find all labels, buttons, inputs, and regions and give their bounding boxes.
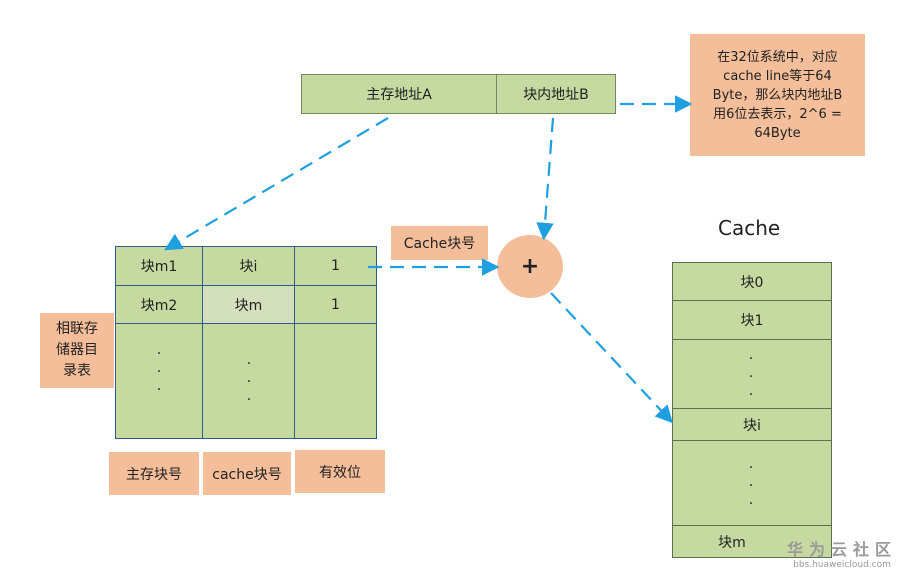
associative-directory-table: 块m1 块i 1 块m2 块m 1 . . . . . . (115, 246, 377, 439)
cache-block-label: 块1 (740, 313, 764, 329)
dot: . (246, 352, 252, 368)
column-label-text: 有效位 (319, 464, 361, 481)
cache-title: Cache (718, 216, 781, 240)
dot: . (156, 360, 162, 376)
watermark-url: bbs.huaweicloud.com (793, 560, 891, 570)
dot: . (748, 456, 754, 472)
cache-block: 块i (673, 409, 831, 440)
dot: . (748, 347, 754, 363)
note-line: 在32位系统中，对应 (717, 49, 838, 65)
column-label-cache-block: cache块号 (203, 452, 291, 495)
table-cell: 1 (295, 286, 376, 323)
column-label-valid-bit: 有效位 (295, 450, 385, 493)
ellipsis-dots: . . . (149, 341, 169, 395)
dot: . (246, 370, 252, 386)
cache-block: 块1 (673, 301, 831, 339)
table-cell: 块m2 (116, 286, 202, 323)
dot: . (748, 492, 754, 508)
arrow-plus-to-cache-block (550, 292, 674, 424)
cache-block-label: 块0 (740, 274, 764, 291)
cache-block-number-label: Cache块号 (391, 226, 488, 260)
plus-icon: + (520, 254, 540, 279)
arrow-address-to-directory (164, 117, 389, 251)
side-label-line: 录表 (63, 363, 91, 379)
dot: . (748, 474, 754, 490)
table-cell: 块m (203, 286, 294, 323)
ellipsis-dots: . . . (239, 351, 259, 405)
dot: . (156, 342, 162, 358)
note-line: 用6位去表示，2^6 = (713, 106, 842, 122)
cell-text: 块m (234, 297, 263, 314)
dot: . (748, 383, 754, 399)
table-cell (203, 324, 294, 438)
side-label-line: 储器目 (56, 342, 98, 358)
cache-block-label: 块i (743, 417, 761, 434)
directory-side-label: 相联存 储器目 录表 (40, 313, 114, 388)
table-cell: 块m1 (116, 247, 202, 285)
arrow-offset-to-plus (536, 117, 555, 241)
note-line: Byte，那么块内地址B (712, 87, 843, 103)
cache-block: 块0 (673, 263, 831, 300)
watermark-brand: 华为云社区 (786, 540, 897, 559)
watermark: 华为云社区 bbs.huaweicloud.com (783, 536, 901, 570)
cache-block (673, 441, 831, 525)
dot: . (156, 378, 162, 394)
side-label-line: 相联存 (56, 321, 98, 337)
note-line: 64Byte (754, 125, 801, 141)
table-cell (295, 324, 376, 438)
cache-block-label: 块m (718, 534, 746, 551)
cell-text: 块m2 (140, 297, 178, 314)
cache-block-number-text: Cache块号 (403, 236, 476, 252)
table-cell: 块i (203, 247, 294, 285)
dot: . (748, 365, 754, 381)
cell-text: 块i (239, 259, 258, 275)
block-offset-label: 块内地址B (523, 87, 589, 103)
cell-text: 1 (331, 296, 340, 313)
column-label-text: 主存块号 (126, 466, 182, 483)
table-cell: 1 (295, 247, 376, 285)
main-address-field: 主存地址A (301, 74, 497, 114)
ellipsis-dots: . . . (741, 346, 761, 400)
ellipsis-dots: . . . (741, 455, 761, 509)
column-label-text: cache块号 (212, 466, 282, 483)
cell-text: 1 (331, 258, 340, 274)
column-label-main-block: 主存块号 (109, 452, 199, 495)
note-line: cache line等于64 (723, 68, 832, 84)
dot: . (246, 388, 252, 404)
block-offset-field: 块内地址B (496, 74, 616, 114)
table-cell (116, 324, 202, 438)
main-address-label: 主存地址A (366, 87, 432, 103)
cell-text: 块m1 (140, 259, 178, 275)
plus-combine-node: + (497, 235, 563, 298)
cache-block-column: 块0 块1 块i 块m . . . . . . (672, 262, 832, 558)
cache-block: 块m (673, 526, 831, 557)
cache-block (673, 340, 831, 408)
explanation-note: 在32位系统中，对应 cache line等于64 Byte，那么块内地址B 用… (690, 34, 865, 156)
